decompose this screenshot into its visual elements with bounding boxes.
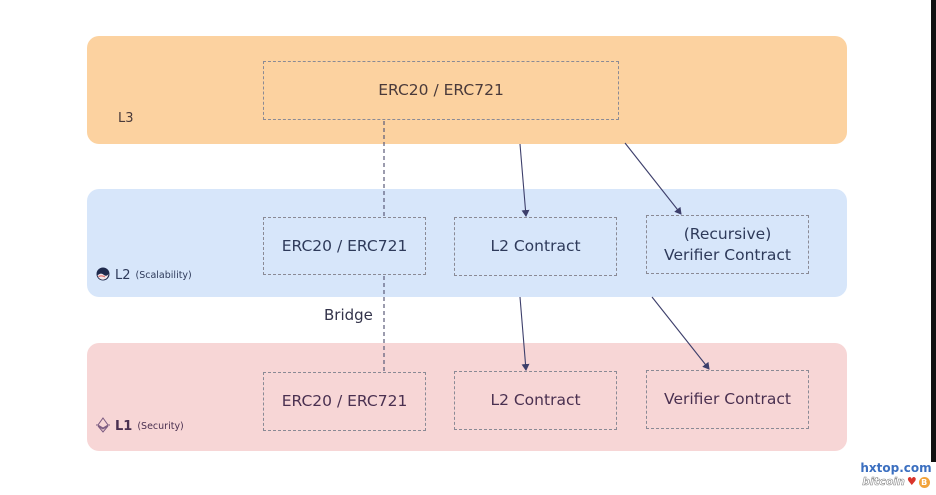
layer-l2-subtitle: (Scalability): [135, 270, 192, 281]
l1-erc-token-text: ERC20 / ERC721: [281, 392, 408, 410]
ethereum-logo-icon: [96, 417, 110, 436]
layer-l1-label: L1 (Security): [96, 417, 184, 436]
layer-l2-name: L2: [115, 268, 131, 283]
l1-erc-token-box: ERC20 / ERC721: [263, 372, 426, 431]
l1-verifier-text: Verifier Contract: [664, 390, 791, 408]
heart-icon: ♥: [906, 475, 917, 488]
layer-l3-band: [87, 36, 847, 144]
layer-l1-subtitle: (Security): [137, 421, 184, 432]
l2-erc-token-box: ERC20 / ERC721: [263, 217, 426, 275]
l2-recursive-verifier-line1: (Recursive): [683, 224, 772, 243]
l2-contract-text: L2 Contract: [490, 237, 581, 255]
watermark: hxtop.com bitcoin ♥ B: [856, 462, 936, 489]
starknet-logo-icon: [96, 267, 110, 284]
l1-verifier-box: Verifier Contract: [646, 370, 809, 429]
screen-edge-bar: [931, 0, 936, 462]
layer-l3-name: L3: [118, 111, 134, 126]
watermark-brand-row: bitcoin ♥ B: [856, 475, 936, 489]
layer-l1-band: [87, 343, 847, 451]
layer-l1-name: L1: [115, 419, 133, 434]
l2-erc-token-text: ERC20 / ERC721: [281, 236, 408, 255]
l1-l2-contract-text: L2 Contract: [490, 391, 581, 409]
l2-recursive-verifier-box: (Recursive) Verifier Contract: [646, 215, 809, 274]
layer-l3-label: L3: [118, 111, 134, 126]
l1-l2-contract-box: L2 Contract: [454, 371, 617, 430]
bridge-label: Bridge: [324, 306, 373, 324]
l3-erc-token-text: ERC20 / ERC721: [378, 81, 504, 99]
watermark-brand: bitcoin: [862, 475, 905, 489]
l2-contract-box: L2 Contract: [454, 217, 617, 276]
layer-l2-label: L2 (Scalability): [96, 267, 192, 284]
l2-recursive-verifier-line2: Verifier Contract: [664, 245, 791, 264]
watermark-site: hxtop.com: [860, 461, 932, 475]
l3-erc-token-box: ERC20 / ERC721: [263, 61, 619, 120]
layer-l2-band: [87, 189, 847, 297]
bitcoin-icon: B: [918, 476, 930, 488]
